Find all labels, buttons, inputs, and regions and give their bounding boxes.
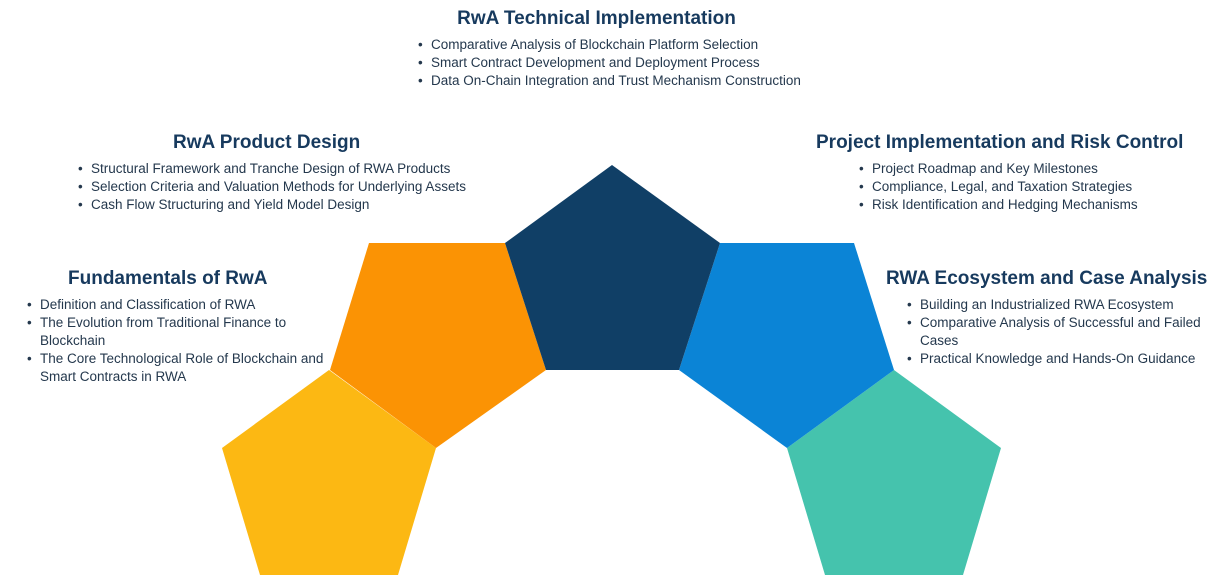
list-item: Practical Knowledge and Hands-On Guidanc… xyxy=(907,350,1219,368)
list-item: The Evolution from Traditional Finance t… xyxy=(27,314,324,350)
section-title: Project Implementation and Risk Control xyxy=(816,132,1184,153)
list-item: Cash Flow Structuring and Yield Model De… xyxy=(78,196,505,214)
section-title: RWA Ecosystem and Case Analysis xyxy=(886,268,1208,289)
list-item: Structural Framework and Tranche Design … xyxy=(78,160,505,178)
pentagon-fundamentals xyxy=(222,370,436,575)
bullet-list: Building an Industrialized RWA Ecosystem… xyxy=(904,296,1219,368)
section-title: Fundamentals of RwA xyxy=(68,268,268,289)
list-item: Selection Criteria and Valuation Methods… xyxy=(78,178,505,196)
list-item: Risk Identification and Hedging Mechanis… xyxy=(859,196,1196,214)
list-item: Definition and Classification of RWA xyxy=(27,296,324,314)
list-item: Project Roadmap and Key Milestones xyxy=(859,160,1196,178)
section-ecosystem-case-analysis: RWA Ecosystem and Case Analysis Building… xyxy=(886,268,1219,368)
pentagon-product xyxy=(330,243,546,448)
list-item: Smart Contract Development and Deploymen… xyxy=(418,54,835,72)
section-product-design: RwA Product Design Structural Framework … xyxy=(75,132,505,214)
pentagon-technical xyxy=(505,165,720,370)
list-item: Building an Industrialized RWA Ecosystem xyxy=(907,296,1219,314)
section-title: RwA Product Design xyxy=(173,132,361,153)
pentagon-ecosystem xyxy=(787,370,1001,575)
list-item: Comparative Analysis of Successful and F… xyxy=(907,314,1219,350)
section-fundamentals: Fundamentals of RwA Definition and Class… xyxy=(24,268,324,386)
list-item: Compliance, Legal, and Taxation Strategi… xyxy=(859,178,1196,196)
list-item: Comparative Analysis of Blockchain Platf… xyxy=(418,36,835,54)
bullet-list: Project Roadmap and Key Milestones Compl… xyxy=(856,160,1196,214)
list-item: Data On-Chain Integration and Trust Mech… xyxy=(418,72,835,90)
bullet-list: Definition and Classification of RWA The… xyxy=(24,296,324,386)
section-risk-control: Project Implementation and Risk Control … xyxy=(816,132,1196,214)
pentagon-risk xyxy=(679,243,894,448)
bullet-list: Comparative Analysis of Blockchain Platf… xyxy=(415,36,835,90)
bullet-list: Structural Framework and Tranche Design … xyxy=(75,160,505,214)
section-title: RwA Technical Implementation xyxy=(457,8,736,29)
section-technical-implementation: RwA Technical Implementation Comparative… xyxy=(415,8,835,90)
list-item: The Core Technological Role of Blockchai… xyxy=(27,350,324,386)
